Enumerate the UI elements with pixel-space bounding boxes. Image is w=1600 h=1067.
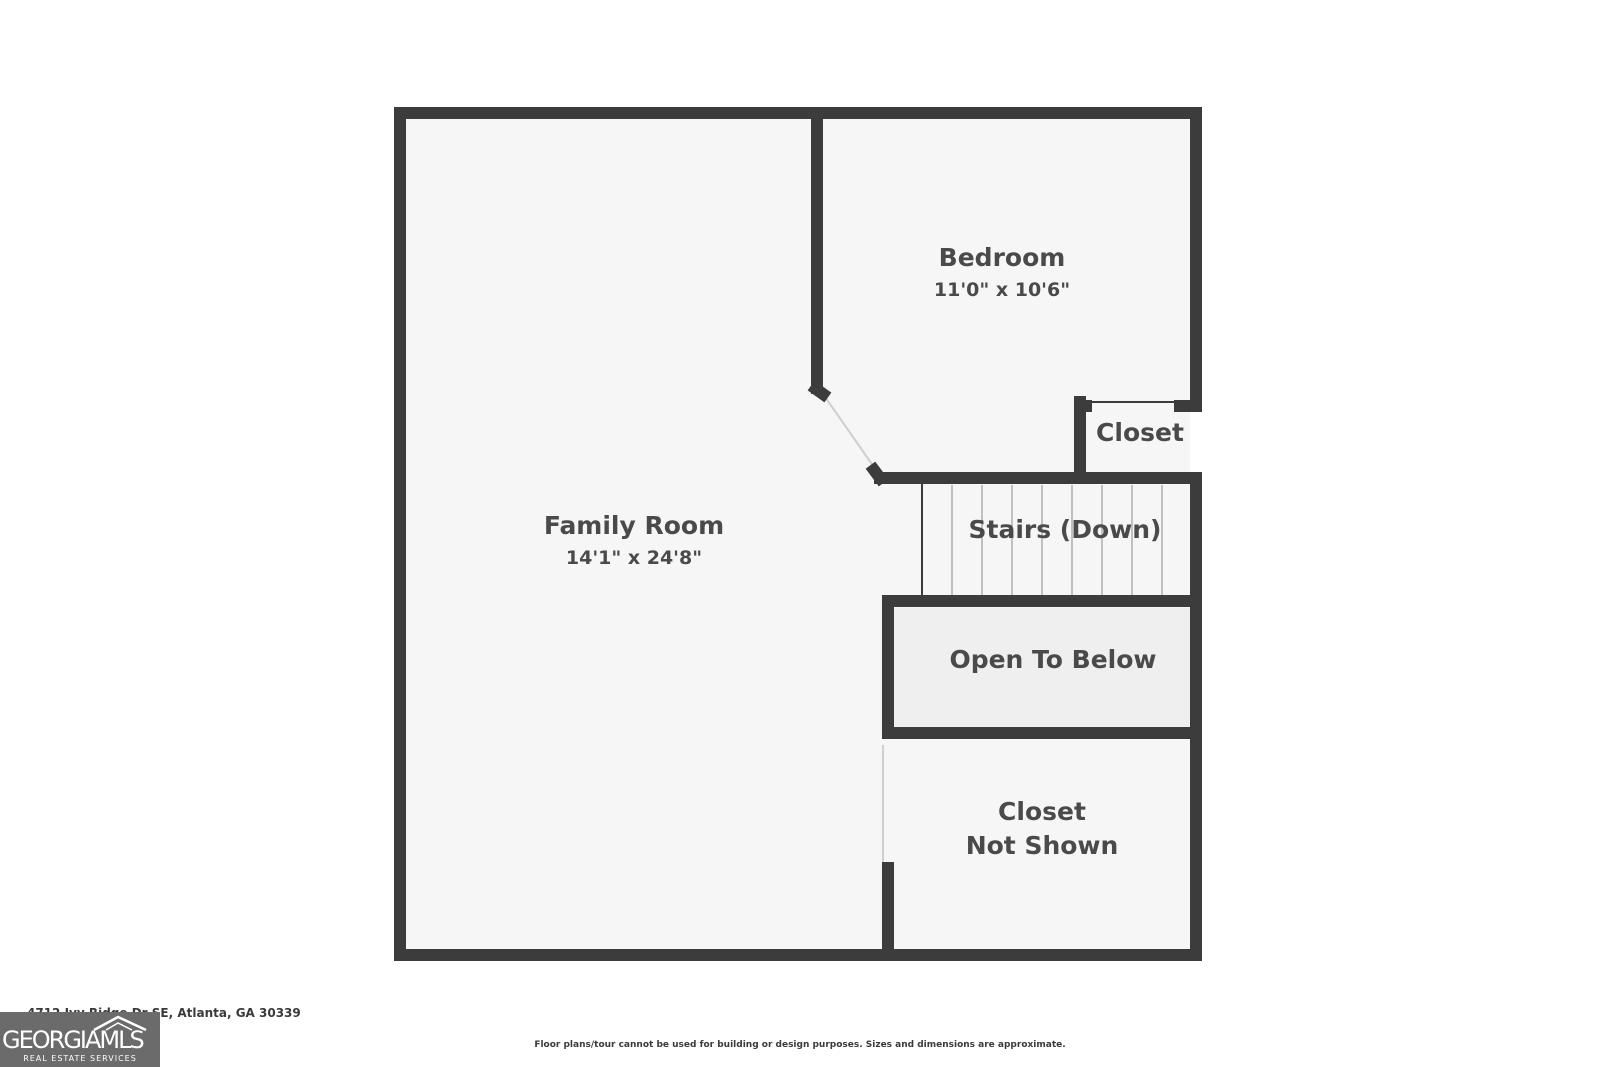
open-to-below-fill [890,608,1190,730]
floor-fill [400,118,1190,950]
closet-name: Closet [1096,418,1184,447]
closet-not-shown-line1: Closet [998,797,1086,826]
stairs-name: Stairs (Down) [969,515,1162,544]
open-to-below-name: Open To Below [949,645,1156,674]
closet-not-shown-line2: Not Shown [966,831,1119,860]
logo-sub-text: REAL ESTATE SERVICES [23,1054,137,1063]
family-room-name: Family Room [544,511,724,540]
stairs-treads [951,485,1163,596]
bedroom-dims: 11'0" x 10'6" [934,279,1070,301]
disclaimer-text: Floor plans/tour cannot be used for buil… [534,1040,1066,1050]
logo-main-text: GEORGIAMLS [2,1026,145,1054]
house-roof-icon [93,1015,147,1031]
bedroom-name: Bedroom [939,243,1066,272]
family-room-dims: 14'1" x 24'8" [566,547,702,569]
georgia-mls-logo: GEORGIAMLS REAL ESTATE SERVICES [0,1012,160,1067]
walls [394,107,1202,961]
